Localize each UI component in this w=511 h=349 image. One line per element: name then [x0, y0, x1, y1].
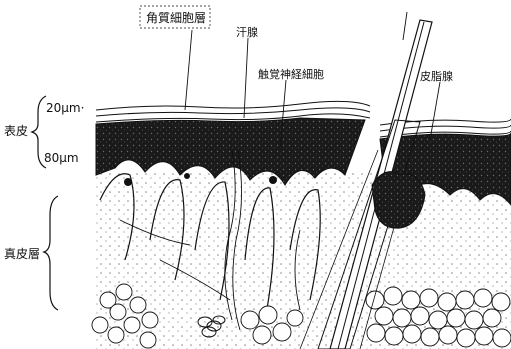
label-epidermis: 表皮	[4, 124, 28, 138]
leader-sweat-gland	[244, 38, 248, 118]
leader-stratum-corneum	[185, 30, 192, 110]
label-tactile-cell: 触覚神経細胞	[258, 67, 324, 81]
label-sweat-gland: 汗腺	[236, 25, 258, 39]
label-thickness-top: 20μm·	[46, 101, 84, 115]
leader-sebaceous-gland	[430, 82, 440, 140]
label-stratum-corneum: 角質細胞層	[146, 10, 206, 25]
label-sebaceous-gland: 皮脂腺	[420, 69, 453, 83]
label-dermis: 真皮層	[4, 247, 40, 261]
label-thickness-bottom: 80μm	[44, 151, 79, 165]
dermis-brace	[44, 196, 58, 310]
leader-hair	[403, 12, 407, 40]
